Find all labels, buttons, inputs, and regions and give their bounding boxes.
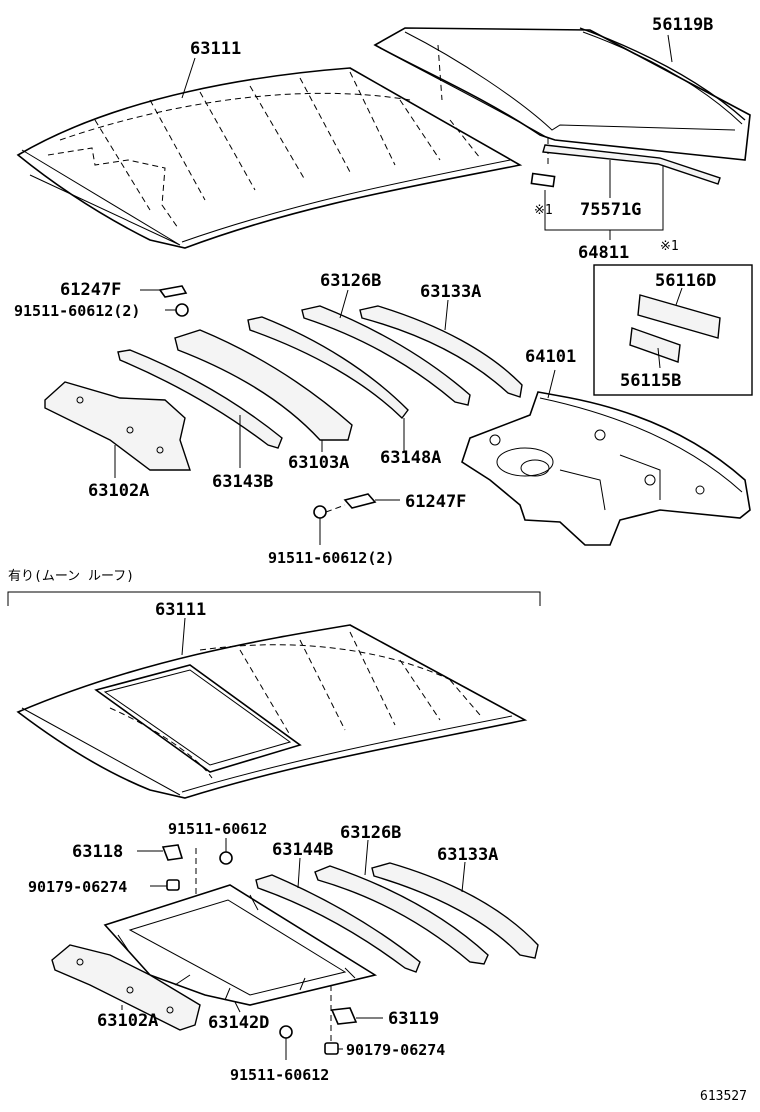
mark-note-b: ※1 bbox=[660, 239, 679, 254]
roof-bow-63126b-top[interactable] bbox=[301, 305, 471, 406]
label-63143b: 63143B bbox=[212, 472, 273, 492]
roof-bow-63133a-top[interactable] bbox=[359, 305, 523, 398]
roof-bow-63148a[interactable] bbox=[247, 316, 409, 420]
bolt-91511-d[interactable] bbox=[279, 1025, 293, 1039]
label-91511-b: 91511-60612(2) bbox=[268, 549, 394, 567]
label-63133a-top: 63133A bbox=[420, 282, 481, 302]
label-63102a-bot: 63102A bbox=[97, 1011, 158, 1031]
bolt-91511-c[interactable] bbox=[219, 851, 233, 865]
label-75571g: 75571G bbox=[580, 200, 641, 220]
mark-note-a: ※1 bbox=[534, 203, 553, 218]
label-63148a: 63148A bbox=[380, 448, 441, 468]
bolt-91511-a[interactable] bbox=[175, 303, 189, 317]
pad-56115b[interactable] bbox=[629, 327, 681, 363]
bracket-63119[interactable] bbox=[330, 1007, 358, 1025]
label-61247f-b: 61247F bbox=[405, 492, 466, 512]
rear-panel-64101[interactable] bbox=[461, 391, 751, 546]
label-63111-top: 63111 bbox=[190, 39, 241, 59]
label-63133a-bot: 63133A bbox=[437, 845, 498, 865]
clip-61247f-b[interactable] bbox=[343, 493, 377, 509]
front-header-63102a-bot[interactable] bbox=[51, 944, 201, 1031]
clip-61247f-a[interactable] bbox=[158, 285, 188, 298]
label-56119b: 56119B bbox=[652, 15, 713, 35]
label-63126b-top: 63126B bbox=[320, 271, 381, 291]
nut-90179-a[interactable] bbox=[166, 879, 180, 891]
label-63144b: 63144B bbox=[272, 840, 333, 860]
front-header-63102a-top[interactable] bbox=[44, 381, 191, 471]
label-56115b: 56115B bbox=[620, 371, 681, 391]
nut-90179-b[interactable] bbox=[324, 1042, 339, 1055]
label-63126b-bot: 63126B bbox=[340, 823, 401, 843]
roof-bow-63126b-bot[interactable] bbox=[314, 865, 489, 965]
label-63118: 63118 bbox=[72, 842, 123, 862]
sunroof-bracket bbox=[7, 591, 541, 606]
label-90179-b: 90179-06274 bbox=[346, 1041, 445, 1059]
pad-56116d[interactable] bbox=[637, 294, 721, 339]
label-91511-d: 91511-60612 bbox=[230, 1066, 329, 1084]
roof-bow-63143b[interactable] bbox=[117, 349, 283, 449]
roof-bow-63144b[interactable] bbox=[255, 874, 421, 973]
label-63111-bot: 63111 bbox=[155, 600, 206, 620]
diagram-id: 613527 bbox=[700, 1089, 747, 1104]
back-window-glass[interactable] bbox=[373, 27, 751, 165]
label-64811: 64811 bbox=[578, 243, 629, 263]
bolt-91511-b[interactable] bbox=[313, 505, 327, 519]
label-91511-a: 91511-60612(2) bbox=[14, 302, 140, 320]
label-63142d: 63142D bbox=[208, 1013, 269, 1033]
label-63102a-top: 63102A bbox=[88, 481, 149, 501]
roof-panel-moonroof[interactable] bbox=[16, 624, 528, 799]
label-63103a: 63103A bbox=[288, 453, 349, 473]
label-64101: 64101 bbox=[525, 347, 576, 367]
roof-bow-63103a[interactable] bbox=[174, 329, 353, 441]
weatherstrip-75571g[interactable] bbox=[530, 144, 721, 188]
label-90179-a: 90179-06274 bbox=[28, 878, 127, 896]
label-61247f-a: 61247F bbox=[60, 280, 121, 300]
sunroof-note: 有り(ムーン ルーフ) bbox=[8, 569, 134, 584]
roof-panel-top[interactable] bbox=[16, 67, 523, 249]
label-56116d: 56116D bbox=[655, 271, 716, 291]
roof-bow-63133a-bot[interactable] bbox=[371, 862, 539, 959]
bracket-63118[interactable] bbox=[161, 844, 184, 861]
label-91511-c: 91511-60612 bbox=[168, 820, 267, 838]
inset-box bbox=[593, 264, 753, 396]
label-63119: 63119 bbox=[388, 1009, 439, 1029]
